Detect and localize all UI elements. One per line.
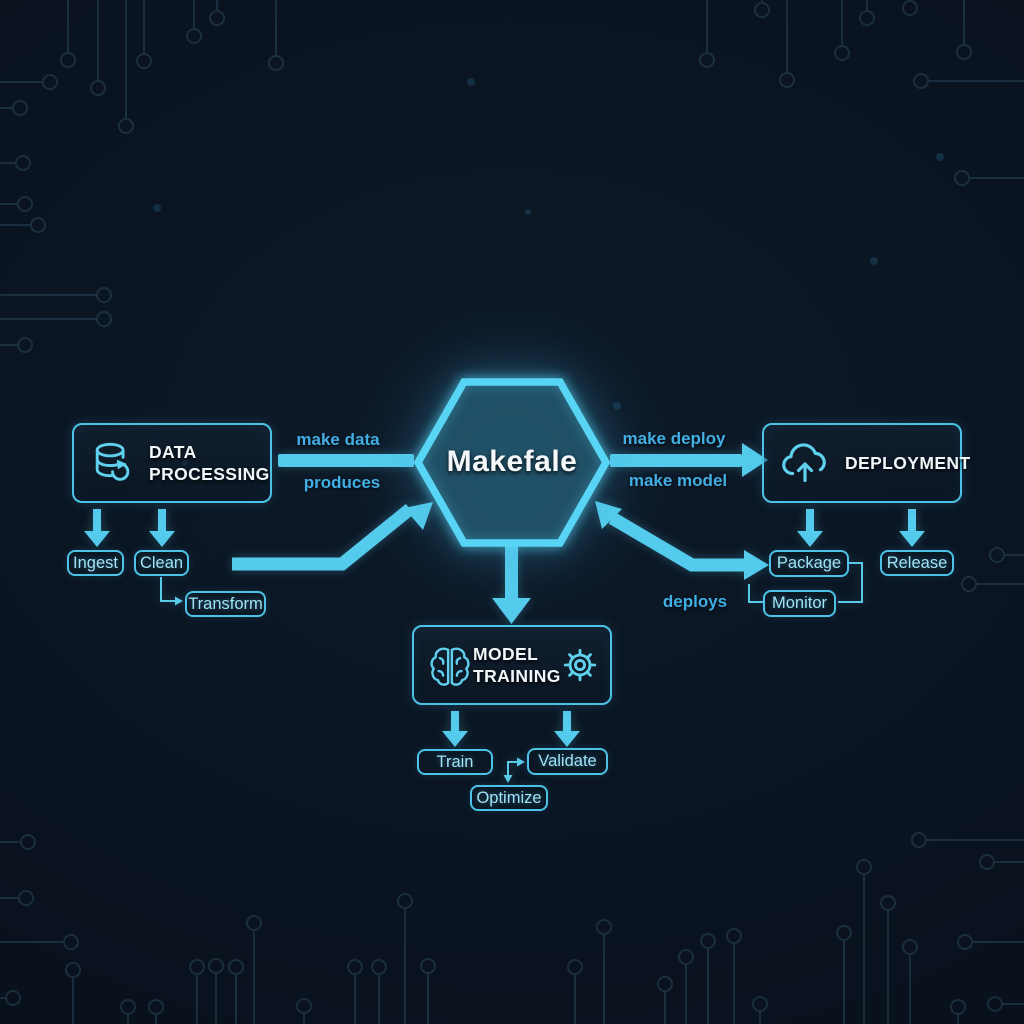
node-data-processing: DATA PROCESSING (72, 423, 272, 503)
edge-label-make-model: make model (628, 471, 728, 490)
gear-icon (561, 646, 599, 684)
glow-dots (153, 78, 944, 481)
node-label-data-processing: DATA PROCESSING (149, 441, 270, 484)
arrow-dataprocessing-to-clean (149, 509, 175, 547)
arrow-makefile-to-training (492, 545, 531, 624)
arrow-deployment-to-release (899, 509, 925, 547)
subnode-monitor: Monitor (763, 590, 836, 617)
arrow-training-to-validate (554, 711, 580, 747)
connector-monitor-deploys (748, 584, 763, 603)
node-model-training: MODEL TRAINING (412, 625, 612, 705)
makefile-hexagon (413, 378, 611, 547)
subnode-train: Train (417, 749, 493, 775)
edge-label-deploys: deploys (662, 592, 728, 611)
arrow-deployment-to-package (797, 509, 823, 547)
subnode-validate: Validate (527, 748, 608, 775)
subnode-clean: Clean (134, 550, 189, 576)
node-label-deployment: DEPLOYMENT (845, 452, 971, 473)
subnode-optimize: Optimize (470, 785, 548, 811)
node-label-model-training: MODEL TRAINING (473, 643, 561, 686)
arrow-training-to-train (442, 711, 468, 747)
arrow-makefile-package (595, 501, 769, 580)
connector-package-to-monitor (838, 562, 863, 603)
database-sync-icon (90, 440, 136, 486)
subnode-release: Release (880, 550, 954, 576)
arrow-dataprocessing-to-ingest (84, 509, 110, 547)
edge-label-make-data: make data (296, 430, 380, 449)
subnode-package: Package (769, 550, 849, 577)
arrow-data-output-to-makefile (232, 502, 433, 571)
connector-optimize-validate (503, 757, 525, 783)
edge-label-make-deploy: make deploy (622, 429, 726, 448)
arrow-data-to-makefile (278, 454, 414, 467)
subnode-transform: Transform (185, 591, 266, 617)
node-deployment: DEPLOYMENT (762, 423, 970, 503)
edge-label-produces: produces (303, 473, 381, 492)
arrow-makefile-to-deployment (610, 443, 768, 477)
cloud-upload-icon (779, 441, 831, 485)
brain-icon (427, 644, 473, 687)
connector-clean-to-transform (160, 577, 183, 606)
hexagon-label: Makefale (446, 445, 578, 478)
subnode-ingest: Ingest (67, 550, 124, 576)
